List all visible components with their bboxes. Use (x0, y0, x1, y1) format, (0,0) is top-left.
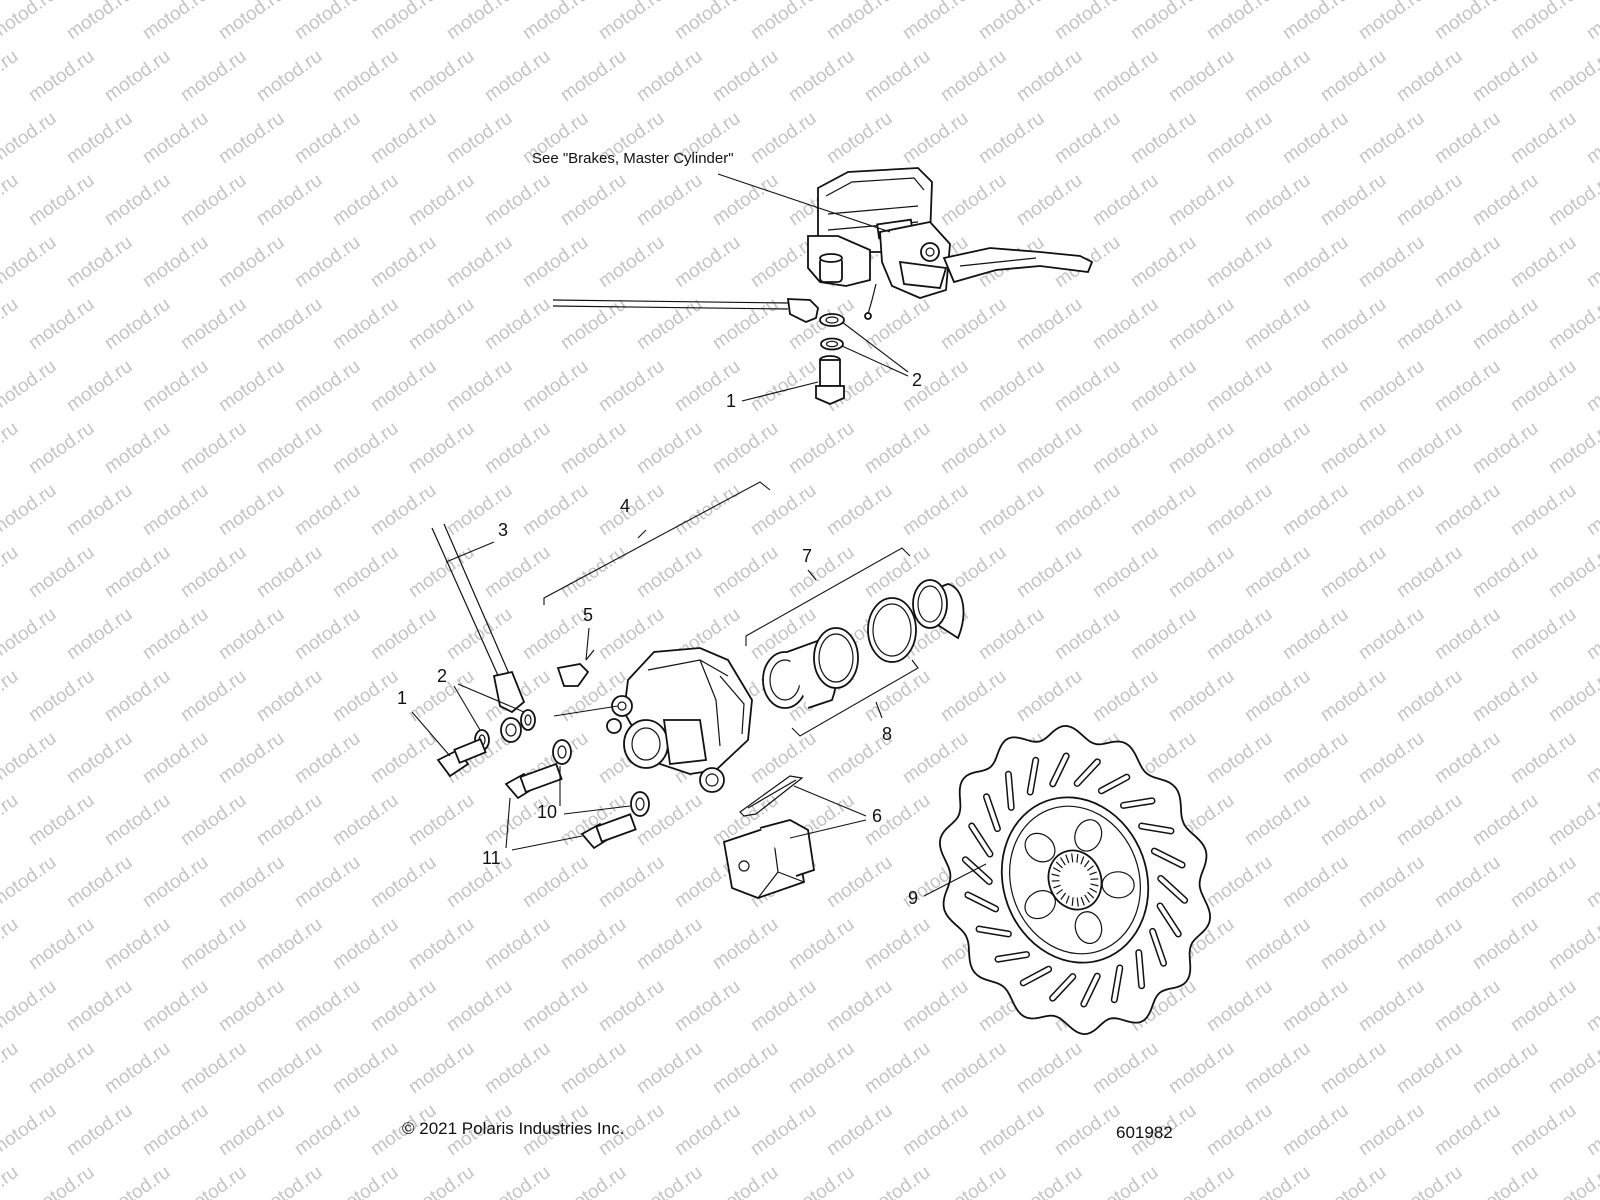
callout-4: 4 (620, 496, 630, 516)
master-cylinder-illustration (552, 167, 1094, 405)
callout-8: 8 (882, 724, 892, 744)
caliper-assembly-illustration (431, 523, 965, 899)
callout-3: 3 (498, 520, 508, 540)
callout-4-bracket (543, 481, 771, 605)
callout-8-bracket (791, 659, 919, 737)
callout-10: 10 (537, 802, 557, 822)
callout-7-bracket (745, 547, 911, 646)
callout-7: 7 (802, 546, 812, 566)
callout-6: 6 (872, 806, 882, 826)
diagram-number: 601982 (1116, 1123, 1173, 1142)
callout-2-bottom: 2 (437, 666, 447, 686)
copyright-notice: © 2021 Polaris Industries Inc. (402, 1119, 624, 1138)
callout-2-top: 2 (912, 370, 922, 390)
reference-leader (717, 173, 891, 233)
callout-11: 11 (482, 848, 501, 868)
brake-rotor-illustration (938, 724, 1212, 1036)
callout-9: 9 (908, 888, 918, 908)
callout-1-top: 1 (726, 391, 736, 411)
master-cylinder-reference-note: See "Brakes, Master Cylinder" (532, 150, 734, 167)
callout-5: 5 (583, 605, 593, 625)
callout-1-bottom: 1 (397, 688, 407, 708)
